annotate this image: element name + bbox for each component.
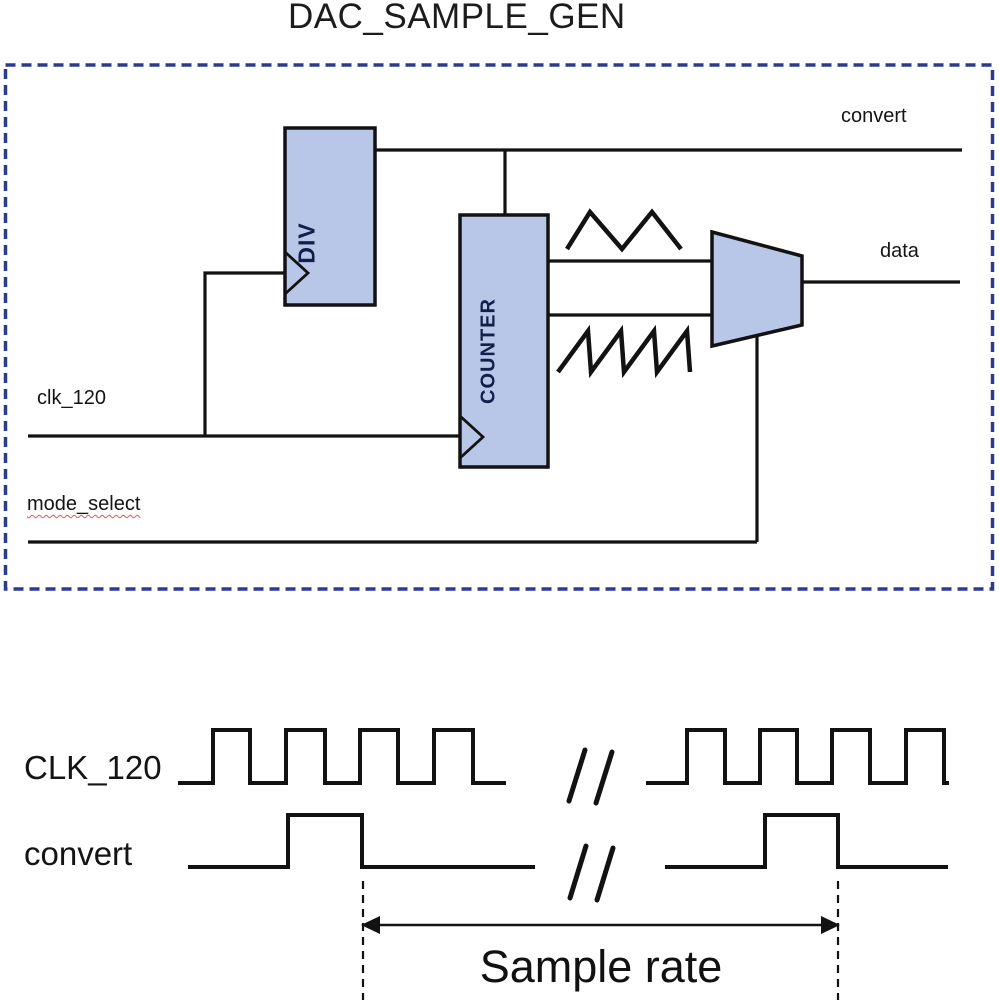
wire-mode-select	[28, 336, 759, 544]
counter-block	[458, 213, 550, 469]
signal-label-clk-120: clk_120	[37, 387, 106, 409]
signal-label-convert: convert	[841, 105, 907, 127]
counter-clock-input-icon	[459, 414, 486, 460]
clk-waveform-segment-2	[646, 728, 949, 785]
timing-row-label-clk-120: CLK_120	[24, 749, 162, 786]
triangle-wave-icon	[565, 208, 683, 253]
signal-label-data: data	[880, 240, 919, 262]
counter-block-label: COUNTER	[477, 298, 500, 404]
div-block	[283, 126, 377, 307]
sample-rate-label: Sample rate	[479, 941, 723, 992]
module-dashed-border	[3, 63, 995, 591]
div-block-label: DIV	[293, 222, 320, 264]
sawtooth-wave-icon	[556, 324, 693, 379]
arrowhead-left-icon	[361, 916, 380, 934]
div-clock-input-icon	[284, 250, 311, 296]
arrowhead-right-icon	[821, 916, 840, 934]
wire-clk-120	[28, 271, 460, 438]
clk-break-icon	[566, 747, 615, 806]
convert-break-icon	[567, 843, 616, 903]
clk-waveform-segment-1	[178, 728, 506, 785]
signal-label-mode-select: mode_select	[27, 493, 141, 515]
wire-convert	[375, 148, 962, 215]
mux-trapezoid	[710, 229, 804, 349]
page-title: DAC_SAMPLE_GEN	[288, 0, 626, 36]
convert-waveform-segment-2	[665, 813, 948, 869]
convert-waveform-segment-1	[188, 813, 535, 869]
timing-row-label-convert: convert	[24, 835, 133, 872]
